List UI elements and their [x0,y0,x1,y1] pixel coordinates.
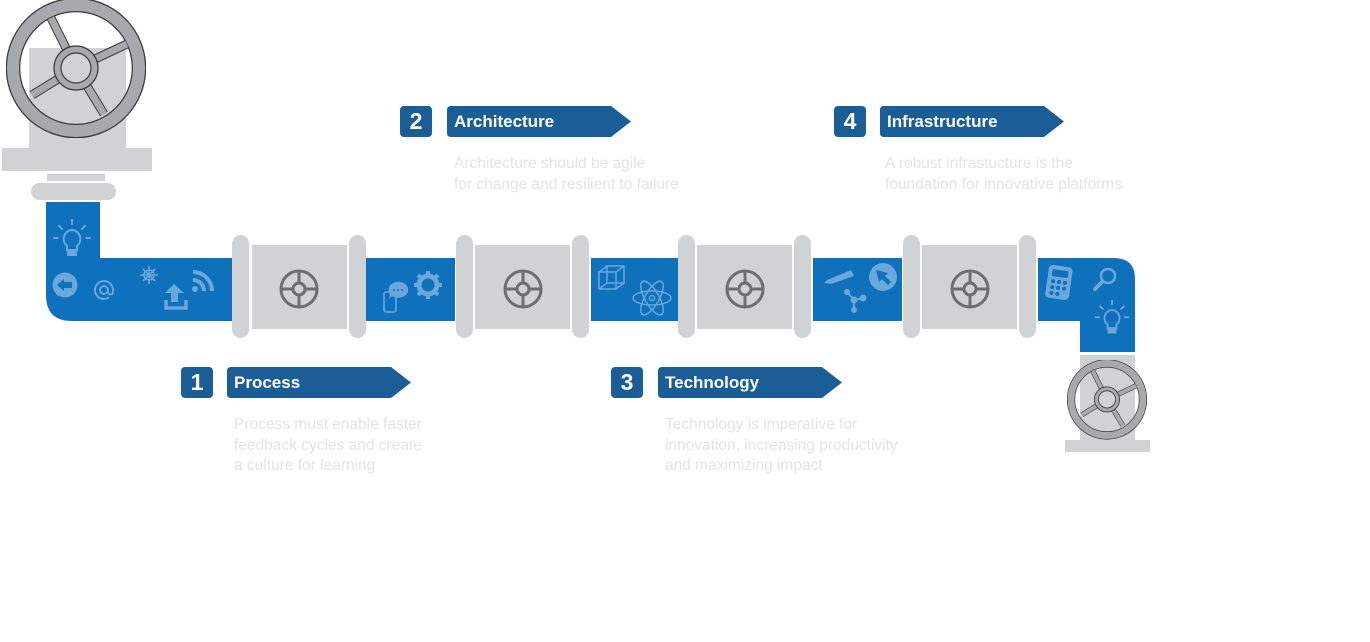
network-icon [844,289,867,313]
valve-wheel-icon [279,269,319,309]
valve-housing [922,245,1017,329]
stage-title: Architecture [454,112,555,131]
stage-title-tag: Process [227,367,411,398]
valve-flange-left [678,235,695,338]
stage-number-badge: 4 [834,106,866,137]
valve-flange-right [794,235,811,338]
stage-number-badge: 2 [400,106,432,137]
valve-base [2,148,152,171]
stage-title-tag: Technology [658,367,842,398]
valve-wheel-icon [503,269,543,309]
arrow-tag-shape [447,106,631,137]
valve-flange-left [456,235,473,338]
cursor-icon [869,263,897,291]
start-valve [0,0,160,200]
stage-description: Process must enable faster feedback cycl… [234,416,422,474]
stage-description: Architecture should be agile for change … [454,155,679,193]
handwheel-icon [6,0,146,138]
wifi-icon [192,270,214,292]
handwheel-icon [1067,360,1147,440]
inline-valve-2 [456,235,590,339]
pipe-segment-4 [813,258,902,321]
atom-icon [632,280,672,316]
valve-flange-left [232,235,249,338]
lightbulb-icon [1094,299,1130,334]
inline-valve-1 [232,235,366,339]
arrow-tag-shape [227,367,411,398]
lightbulb-icon [53,219,91,256]
stage-number-badge: 3 [611,367,643,398]
pipe-segment-2 [366,258,455,321]
elbow-pipe-shape [46,202,232,321]
inline-valve-3 [678,235,812,339]
mobile-chat-icon [383,281,408,313]
valve-neck [47,174,105,181]
stage-title: Infrastructure [887,112,998,131]
stage-title: Technology [665,373,760,392]
stage-title: Process [234,373,301,392]
pipe-segment-1 [46,202,232,322]
valve-housing [252,245,347,329]
back-arrow-icon [52,272,78,298]
stage-description: A robust infrastucture is the foundation… [885,155,1122,193]
at-sign-icon [94,280,114,300]
valve-flange-right [349,235,366,338]
upload-icon [164,284,188,310]
valve-housing [697,245,792,329]
stage-description: Technology is imperative for innovation,… [665,416,898,474]
pencil-icon [824,270,854,284]
stage-title-tag: Infrastructure [880,106,1064,137]
valve-flange-left [903,235,920,338]
stage-title-tag: Architecture [447,106,631,137]
valve-wheel-icon [950,269,990,309]
bug-icon [140,266,158,284]
pipe-segment-3 [591,258,678,321]
valve-base [1065,440,1150,452]
calculator-icon [1045,265,1073,300]
valve-housing [475,245,570,329]
valve-wheel-icon [725,269,765,309]
valve-flange-right [1019,235,1036,338]
arrow-tag-shape [880,106,1064,137]
pipe-segment-5 [1038,258,1136,353]
cube-icon [598,265,625,290]
end-valve [1062,355,1154,453]
arrow-tag-shape [658,367,842,398]
gear-icon [414,271,442,299]
stage-number-badge: 1 [181,367,213,398]
valve-flange-right [572,235,589,338]
valve-collar [31,183,116,200]
search-icon [1093,267,1117,291]
inline-valve-4 [903,235,1037,339]
